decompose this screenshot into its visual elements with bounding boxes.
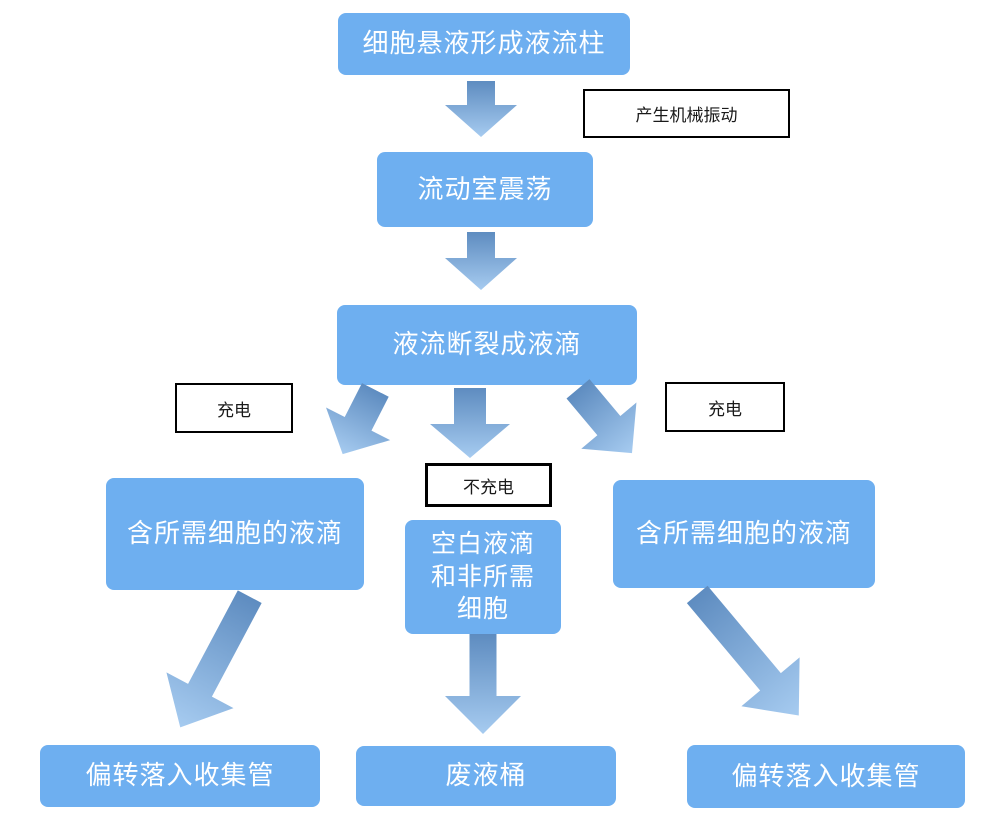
node-cell-suspension-label: 细胞悬液形成液流柱: [362, 28, 606, 59]
annotation-mechanical-vibration-label: 产生机械振动: [635, 106, 738, 125]
annotation-charge-right-label: 充电: [708, 399, 742, 419]
arrow-down-right-icon: [686, 585, 800, 716]
node-flow-chamber-label: 流动室震荡: [417, 173, 553, 204]
node-blank-droplets: 空白液滴 和非所需 细胞: [405, 520, 561, 634]
annotation-no-charge: 不充电: [425, 463, 552, 507]
node-stream-breaks-label: 液流断裂成液滴: [392, 329, 582, 360]
arrow-down-icon: [445, 232, 517, 290]
node-desired-cells-left: 含所需细胞的液滴: [106, 478, 364, 590]
node-waste-bucket: 废液桶: [356, 746, 616, 806]
annotation-no-charge-label: 不充电: [463, 477, 514, 497]
node-cell-suspension: 细胞悬液形成液流柱: [338, 13, 630, 75]
annotation-mechanical-vibration: 产生机械振动: [583, 89, 790, 138]
arrow-down-icon: [445, 81, 517, 137]
arrow-down-right-icon: [566, 379, 637, 454]
arrow-down-icon: [430, 388, 510, 458]
node-desired-cells-right-label: 含所需细胞的液滴: [635, 518, 852, 549]
annotation-charge-right: 充电: [665, 382, 785, 432]
arrow-down-icon: [445, 634, 521, 734]
node-collection-tube-right: 偏转落入收集管: [687, 745, 965, 808]
node-stream-breaks: 液流断裂成液滴: [337, 305, 637, 385]
node-flow-chamber: 流动室震荡: [377, 152, 593, 227]
node-blank-droplets-label: 空白液滴 和非所需 细胞: [430, 530, 535, 624]
node-collection-tube-right-label: 偏转落入收集管: [731, 760, 921, 791]
arrow-down-left-icon: [326, 383, 391, 455]
node-collection-tube-left-label: 偏转落入收集管: [85, 760, 275, 791]
node-desired-cells-left-label: 含所需细胞的液滴: [126, 518, 343, 549]
arrow-down-left-icon: [166, 590, 262, 728]
node-collection-tube-left: 偏转落入收集管: [40, 745, 320, 807]
annotation-charge-left-label: 充电: [217, 400, 251, 420]
node-desired-cells-right: 含所需细胞的液滴: [613, 480, 875, 588]
annotation-charge-left: 充电: [175, 383, 293, 433]
node-waste-bucket-label: 废液桶: [445, 760, 527, 791]
